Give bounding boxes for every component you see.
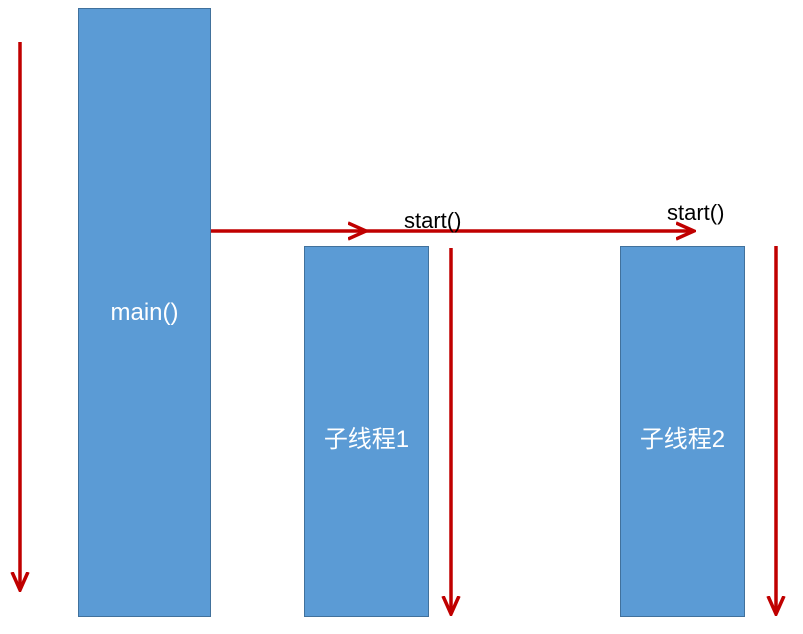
main-thread-label: main() — [110, 299, 179, 326]
thread2-box: 子线程2 — [620, 246, 745, 617]
main-thread-box: main() — [78, 8, 211, 617]
thread1-label: 子线程1 — [323, 426, 410, 453]
start-call-label-thread1: start() — [404, 208, 462, 233]
thread2-label: 子线程2 — [639, 426, 726, 453]
thread1-box: 子线程1 — [304, 246, 429, 617]
start-call-label-thread2: start() — [667, 200, 725, 225]
